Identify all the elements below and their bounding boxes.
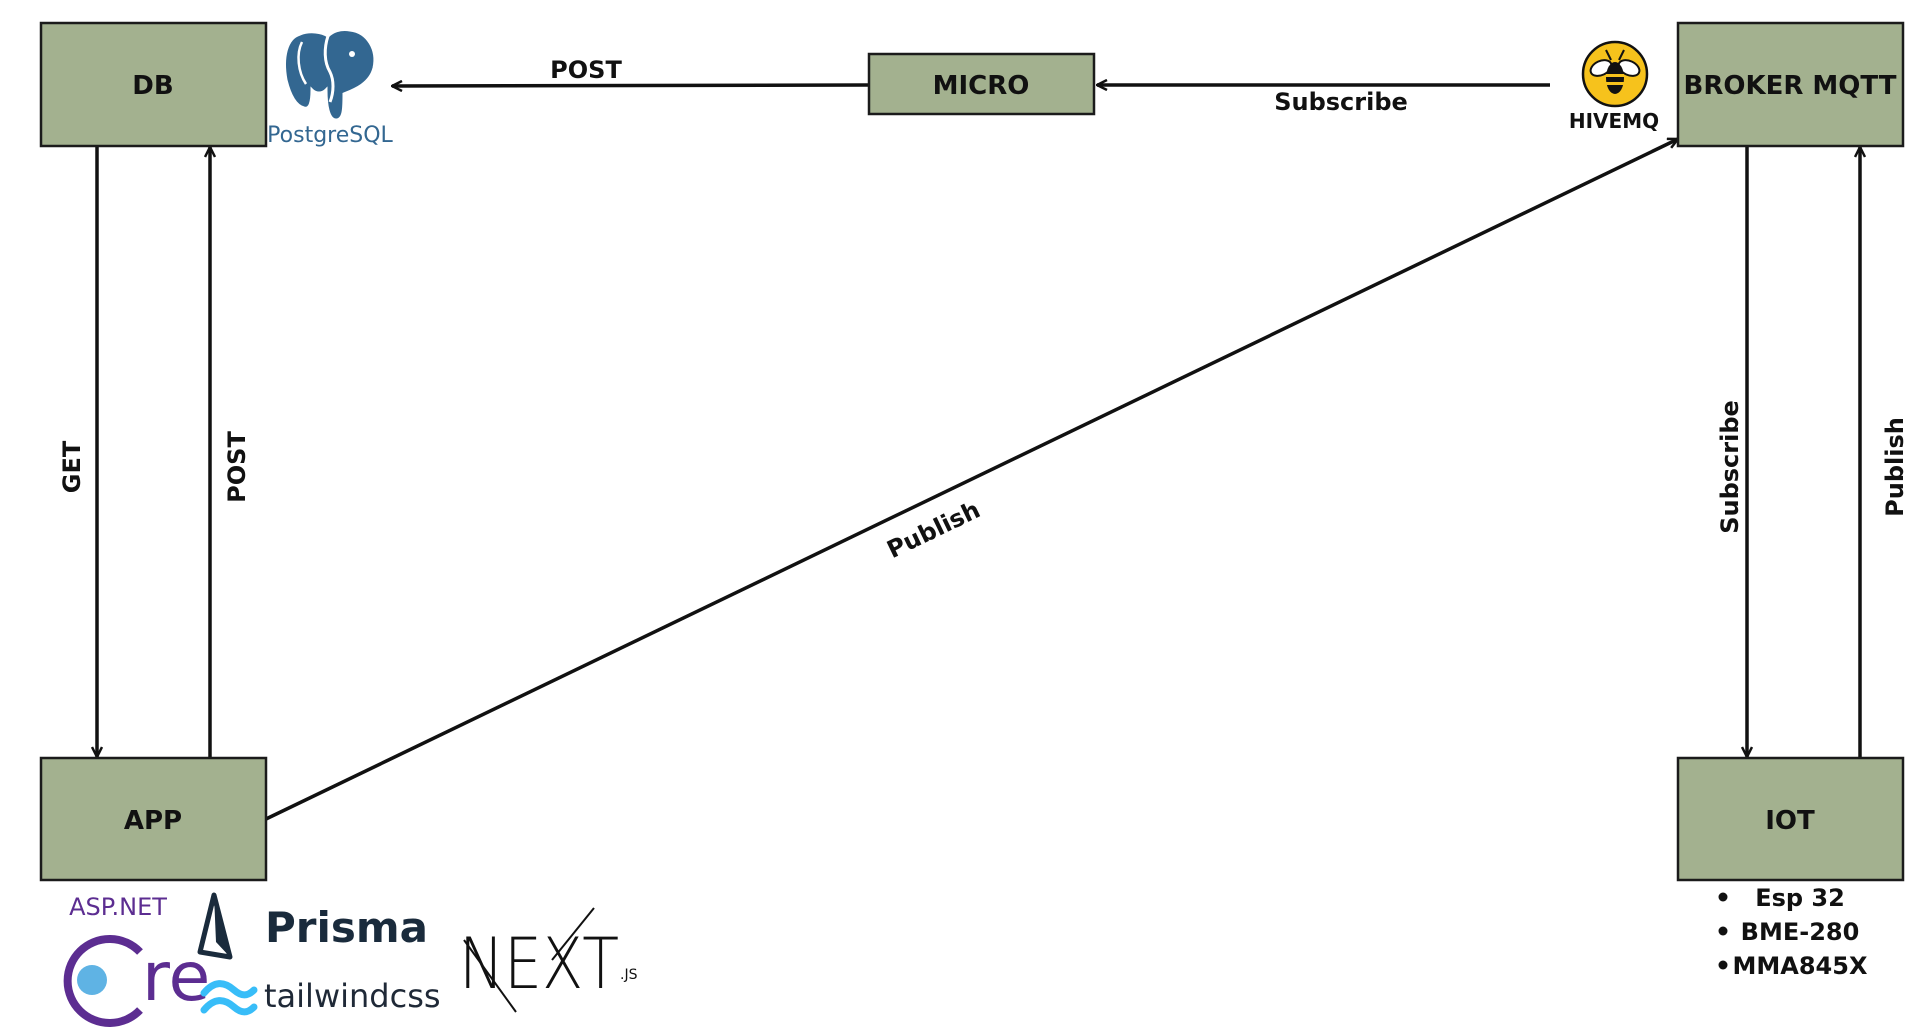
node-micro-label: MICRO [933, 71, 1030, 101]
nextjs-suffix: .JS [620, 967, 638, 983]
postgresql-text: PostgreSQL [267, 123, 393, 148]
node-app-label: APP [124, 806, 182, 836]
list-item: BME-280 [1741, 918, 1860, 946]
node-broker-label: BROKER MQTT [1684, 71, 1897, 101]
core-c-icon [63, 935, 143, 1027]
edge-label-broker-to-iot: Subscribe [1716, 400, 1744, 534]
list-item: MMA845X [1733, 952, 1868, 980]
edge-label-micro-to-db: POST [550, 56, 622, 84]
edge-label-db-to-app: GET [58, 440, 86, 493]
aspnet-text: ASP.NET [69, 893, 167, 921]
list-bullet [1718, 926, 1728, 936]
edge-app-to-broker [265, 137, 1678, 821]
hivemq-logo: HIVEMQ [1569, 40, 1659, 133]
bee-icon [1581, 40, 1649, 108]
node-micro[interactable]: MICRO [867, 52, 1096, 116]
nextjs-text: NEXT [459, 923, 619, 1005]
node-db[interactable]: DB [39, 21, 268, 148]
elephant-icon [283, 28, 377, 122]
prisma-text: Prisma [265, 903, 428, 952]
wave-icon [200, 980, 258, 1016]
hivemq-text: HIVEMQ [1569, 109, 1659, 133]
list-bullet [1718, 960, 1728, 970]
postgresql-logo: PostgreSQL [267, 28, 394, 148]
node-iot-label: IOT [1765, 806, 1815, 836]
tailwind-logo: tailwindcss [200, 977, 441, 1016]
iot-component-list: Esp 32 BME-280 MMA845X [1718, 884, 1868, 980]
aspnet-core-logo: ASP.NET re [63, 893, 210, 1027]
edge-label-broker-to-micro: Subscribe [1274, 88, 1408, 116]
list-item: Esp 32 [1755, 884, 1845, 912]
tailwind-text: tailwindcss [264, 977, 441, 1015]
edge-label-app-to-broker: Publish [883, 496, 985, 564]
node-broker[interactable]: BROKER MQTT [1676, 21, 1905, 148]
node-app[interactable]: APP [39, 756, 268, 882]
node-db-label: DB [132, 71, 173, 101]
nextjs-logo: NEXT .JS [459, 907, 638, 1013]
node-iot[interactable]: IOT [1676, 756, 1905, 882]
list-bullet [1718, 892, 1728, 902]
edge-micro-to-db [392, 85, 869, 86]
edge-label-app-to-db: POST [223, 431, 251, 503]
prisma-logo: Prisma [197, 892, 428, 960]
edge-label-iot-to-broker: Publish [1881, 417, 1909, 517]
next-slash-icon [463, 939, 517, 1013]
